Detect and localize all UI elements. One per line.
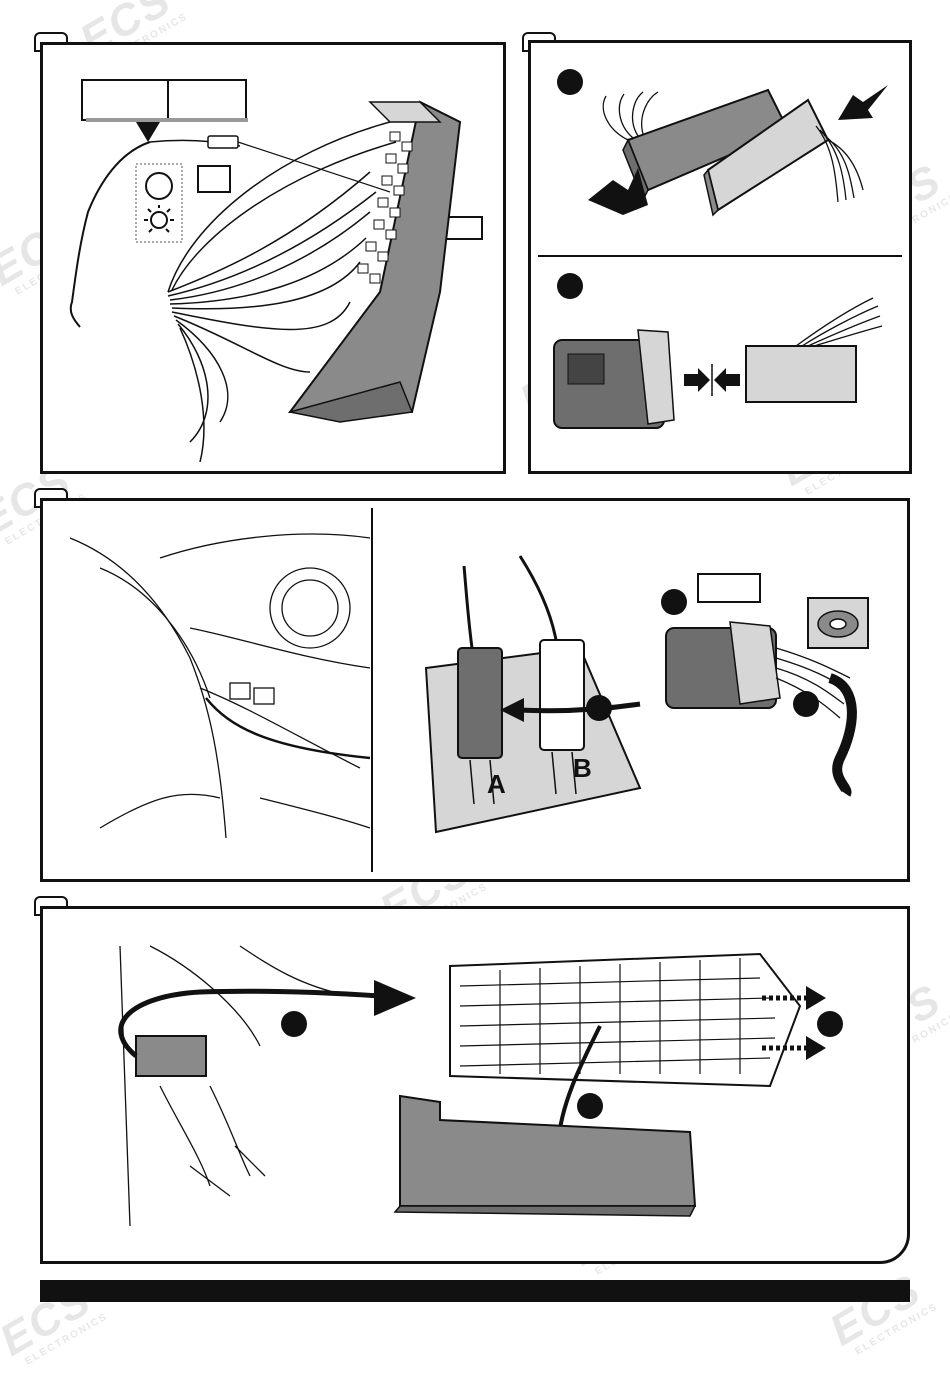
watermark-logo: ECS [0, 1274, 100, 1366]
tape-wrap [827, 673, 857, 797]
footer-bar [40, 1280, 910, 1302]
tape-roll-icon [817, 610, 859, 638]
step-dot [577, 1093, 603, 1119]
step-dot [557, 69, 583, 95]
car-interior-sketch [69, 533, 371, 839]
panel-2-drawing [538, 69, 902, 429]
step-dot [793, 691, 819, 717]
wire-label-box [81, 79, 247, 121]
plug-light [745, 345, 857, 403]
step-dot [557, 273, 583, 299]
pull-arrows [762, 995, 810, 1051]
panel-fuse-box [40, 906, 910, 1264]
wire-bundle [167, 121, 397, 463]
watermark-logo: ECS [821, 1264, 930, 1356]
part-label-box [697, 573, 761, 603]
connector-label-a: A [487, 769, 506, 799]
connector-socket-b [539, 639, 585, 751]
connector-pins [357, 131, 413, 284]
panel-3-drawing [69, 508, 869, 872]
arrow-right-icon [374, 980, 416, 1016]
fuse-box-housing [449, 952, 802, 1088]
arrow-right-icon [684, 368, 710, 392]
lamp-circle [145, 172, 173, 200]
panel-wire-connection [40, 42, 506, 474]
connector-label-b: B [573, 753, 592, 783]
panel-module-connection: A B [40, 498, 910, 882]
insert-arrow [517, 701, 641, 714]
small-label-box [197, 165, 231, 193]
watermark-subtitle: ELECTRONICS [23, 1311, 110, 1368]
step-dot [586, 695, 612, 721]
watermark-subtitle: ELECTRONICS [853, 1301, 940, 1358]
lamp-icon [144, 205, 174, 233]
connector-socket-a [457, 647, 503, 759]
wire-terminal [207, 135, 239, 149]
footwell-sketch [119, 945, 351, 1227]
pointer-triangle [136, 122, 160, 142]
fuse-block [135, 1035, 207, 1077]
arrow-right-icon [838, 85, 888, 120]
step-dot [661, 589, 687, 615]
fuse-box-cover [399, 1094, 697, 1207]
arrow-right-icon [714, 368, 740, 392]
access-arrow [118, 988, 381, 1058]
panel-1-drawing [69, 79, 483, 463]
panel-4-drawing [118, 945, 843, 1227]
step-dot [281, 1011, 307, 1037]
step-dot [817, 1011, 843, 1037]
arrow-right-icon [588, 168, 648, 215]
panel-connector-join [528, 40, 912, 474]
